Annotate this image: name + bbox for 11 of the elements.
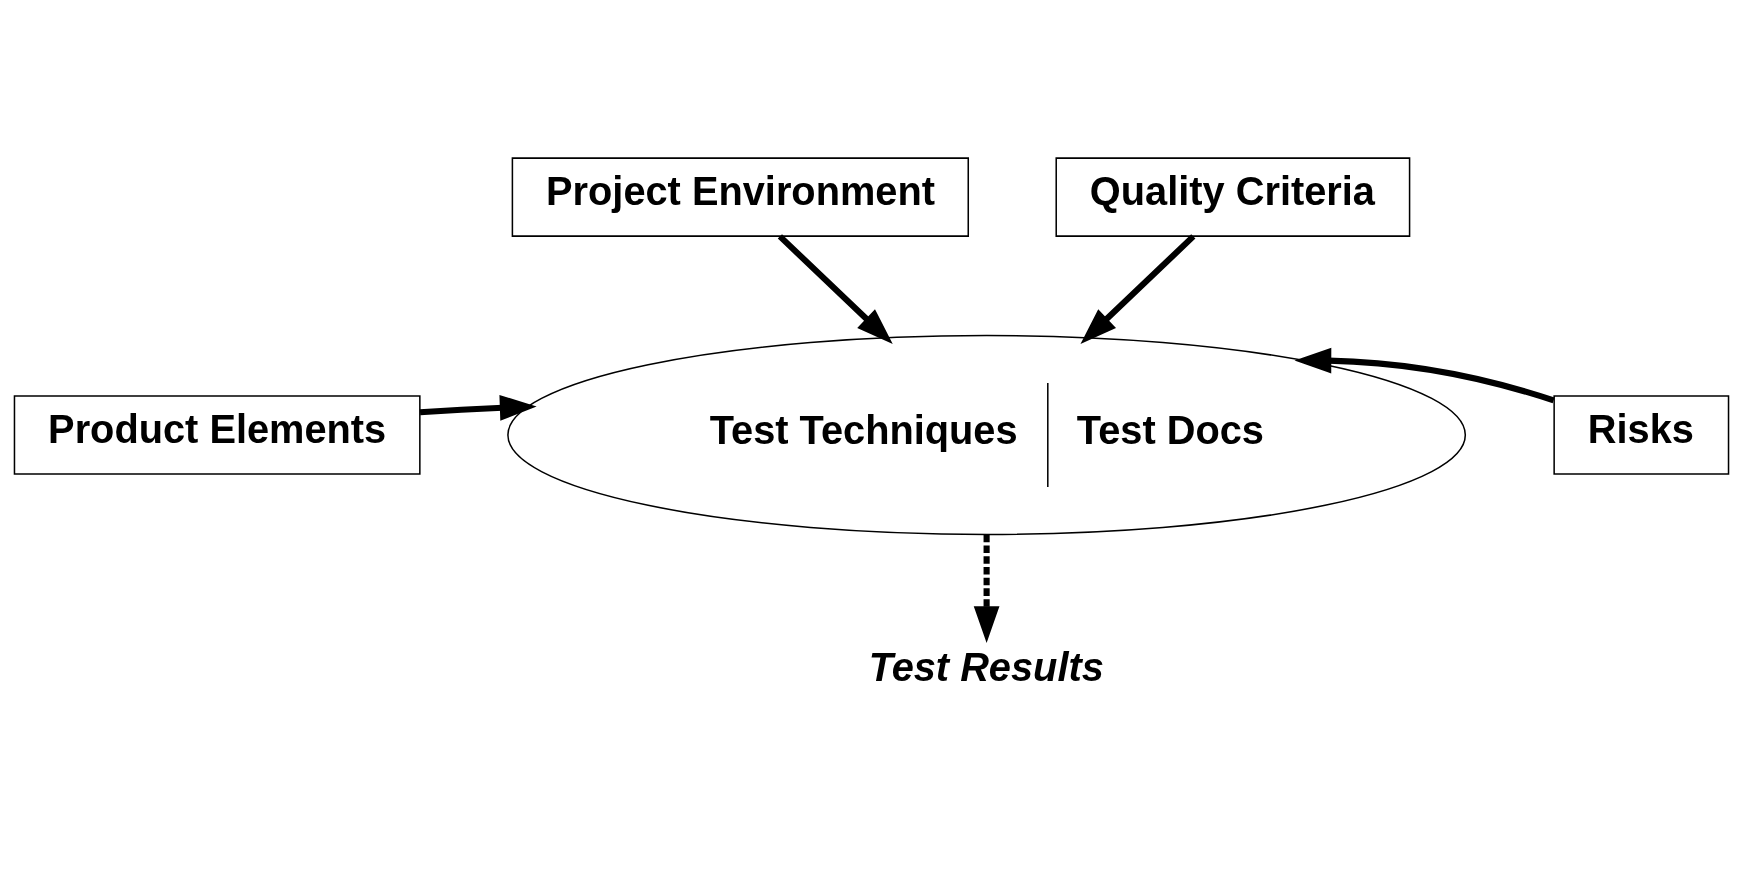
- node-box: Product Elements: [13, 395, 421, 475]
- arrow: [973, 534, 1000, 643]
- arrow: [419, 394, 537, 421]
- node-box: Project Environment: [511, 157, 970, 237]
- arrow: [1294, 347, 1555, 404]
- node-box: Risks: [1553, 395, 1730, 475]
- node-ellipse: Test Techniques Test Docs: [507, 334, 1467, 536]
- node-box: Quality Criteria: [1055, 157, 1411, 237]
- arrow: [1080, 234, 1196, 344]
- node-text: Test Results: [868, 644, 1104, 689]
- arrow: [777, 234, 893, 344]
